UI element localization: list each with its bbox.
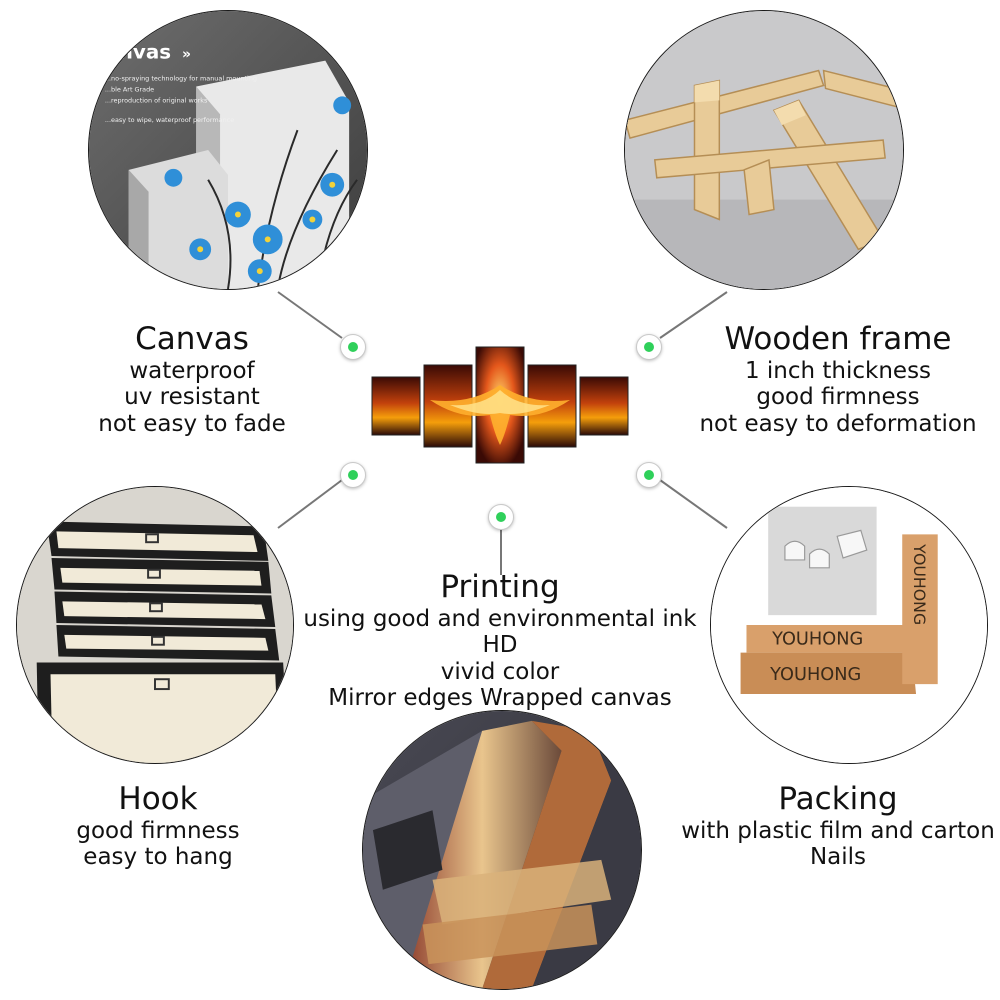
printing-marker-dot	[488, 504, 514, 530]
packing-box-brand-bottom: YOUHONG	[769, 665, 861, 685]
printing-line-4: Mirror edges Wrapped canvas	[328, 684, 672, 711]
hook-marker-dot	[340, 462, 366, 488]
hook-photo	[16, 486, 294, 764]
hook-line-1: good firmness	[76, 817, 240, 844]
packing-feature: Packing with plastic film and carton Nai…	[680, 781, 996, 871]
packing-line-1: with plastic film and carton	[681, 817, 995, 844]
canvas-line-2: uv resistant	[124, 384, 260, 411]
canvas-photo-line-3: ...reproduction of original works	[105, 96, 208, 104]
phoenix-panel-art	[371, 346, 629, 464]
printing-line-3: vivid color	[440, 658, 560, 685]
canvas-photo-brand: nvas	[119, 41, 171, 64]
canvas-title: Canvas	[135, 321, 249, 357]
canvas-photo-line-2: ...ble Art Grade	[105, 85, 154, 93]
wooden-frame-line-1: 1 inch thickness	[744, 357, 932, 384]
wooden-frame-feature: Wooden frame 1 inch thickness good firmn…	[690, 321, 986, 437]
printing-line-2: HD	[482, 632, 518, 659]
canvas-feature: Canvas waterproof uv resistant not easy …	[90, 321, 294, 437]
packing-box-brand-top: YOUHONG	[771, 630, 863, 650]
canvas-line-3: not easy to fade	[98, 410, 286, 437]
wooden-frame-photo	[624, 10, 904, 290]
printing-line-1: using good and environmental ink	[303, 605, 697, 632]
hook-feature: Hook good firmness easy to hang	[50, 781, 266, 871]
printing-title: Printing	[440, 569, 560, 605]
wooden-frame-line-3: not easy to deformation	[699, 410, 977, 437]
packing-title: Packing	[778, 781, 898, 817]
canvas-photo: nvas » ...no-spraying technology for man…	[88, 10, 368, 290]
printing-feature: Printing using good and environmental in…	[290, 569, 710, 711]
hook-title: Hook	[118, 781, 198, 817]
wooden-frame-title: Wooden frame	[724, 321, 952, 357]
canvas-marker-dot	[340, 334, 366, 360]
canvas-photo-line-4: ...easy to wipe, waterproof performance	[105, 116, 234, 124]
printing-photo	[362, 710, 642, 990]
packing-photo: YOUHONG YOUHONG YOUHONG	[710, 486, 988, 764]
packing-box-brand-vertical: YOUHONG	[910, 543, 929, 625]
packing-marker-dot	[636, 462, 662, 488]
canvas-photo-chevron: »	[182, 47, 191, 63]
hook-line-2: easy to hang	[83, 844, 233, 871]
wooden-frame-marker-dot	[636, 334, 662, 360]
canvas-line-1: waterproof	[129, 357, 255, 384]
canvas-photo-line-1: ...no-spraying technology for manual mou…	[105, 75, 257, 83]
wooden-frame-line-2: good firmness	[756, 384, 920, 411]
packing-line-2: Nails	[809, 844, 867, 871]
